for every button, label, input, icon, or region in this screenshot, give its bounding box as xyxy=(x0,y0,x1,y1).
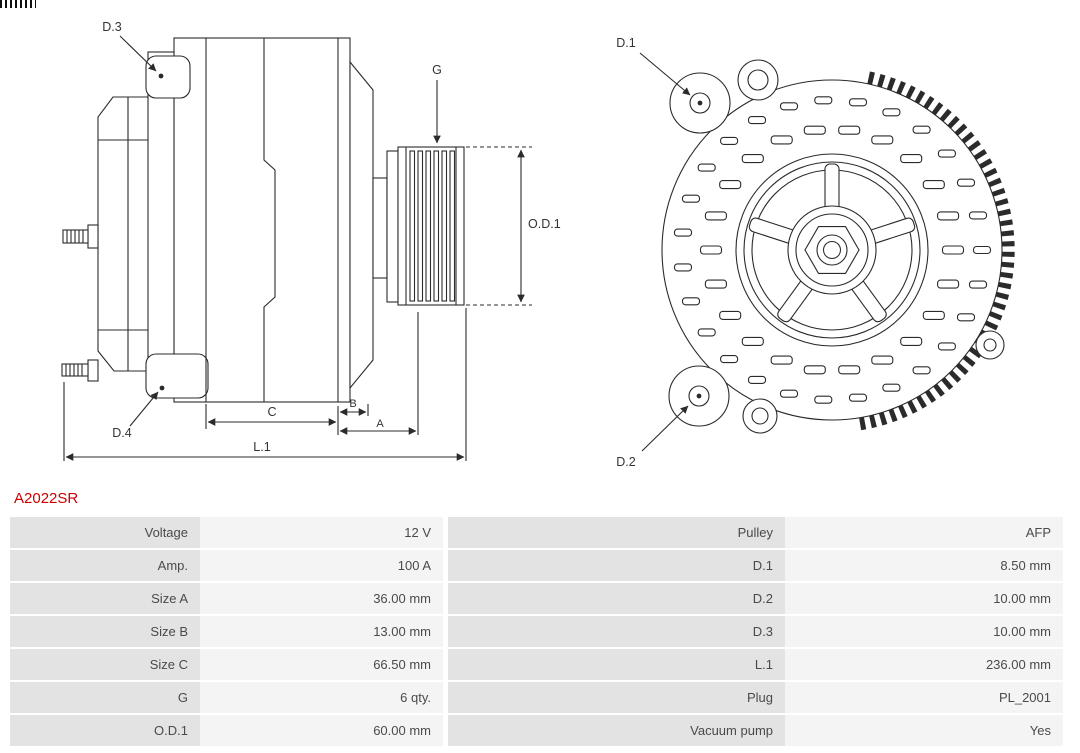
spec-row: Size B 13.00 mm D.3 10.00 mm xyxy=(10,616,1063,647)
label-l1: L.1 xyxy=(253,440,270,454)
label-d4: D.4 xyxy=(112,426,132,440)
label-b: B xyxy=(349,398,356,410)
label-od1: O.D.1 xyxy=(528,217,561,231)
column-gap xyxy=(443,517,448,548)
spec-label: Size A xyxy=(10,583,200,614)
alternator-side-view xyxy=(61,37,465,403)
spec-label: D.1 xyxy=(448,550,785,581)
label-c: C xyxy=(267,405,276,419)
column-gap xyxy=(443,550,448,581)
column-gap xyxy=(443,616,448,647)
spec-value: 236.00 mm xyxy=(785,649,1063,680)
spec-row: G 6 qty. Plug PL_2001 xyxy=(10,682,1063,713)
spec-label: Pulley xyxy=(448,517,785,548)
ribbed-rim xyxy=(855,71,1015,431)
spec-label: L.1 xyxy=(448,649,785,680)
label-d3: D.3 xyxy=(102,20,122,34)
technical-drawing: D.3 D.4 G O.D.1 C xyxy=(61,20,1015,469)
spec-row: O.D.1 60.00 mm Vacuum pump Yes xyxy=(10,715,1063,746)
pulley-side xyxy=(397,146,465,306)
label-g: G xyxy=(432,63,442,77)
spec-value: 60.00 mm xyxy=(200,715,443,746)
spec-label: Voltage xyxy=(10,517,200,548)
spec-label: O.D.1 xyxy=(10,715,200,746)
spec-row: Voltage 12 V Pulley AFP xyxy=(10,517,1063,548)
front-view-dimensions: D.1 D.2 xyxy=(616,36,703,469)
spec-value: 36.00 mm xyxy=(200,583,443,614)
part-number: A2022SR xyxy=(14,490,79,507)
column-gap xyxy=(443,682,448,713)
label-d1: D.1 xyxy=(616,36,636,50)
spec-row: Size A 36.00 mm D.2 10.00 mm xyxy=(10,583,1063,614)
alternator-front-view xyxy=(661,59,1015,434)
spec-value: 10.00 mm xyxy=(785,616,1063,647)
barcode-fragment xyxy=(0,0,36,8)
spec-label: Vacuum pump xyxy=(448,715,785,746)
spec-value: 13.00 mm xyxy=(200,616,443,647)
spec-value: AFP xyxy=(785,517,1063,548)
label-a: A xyxy=(376,418,384,430)
spec-value: PL_2001 xyxy=(785,682,1063,713)
spec-label: Size B xyxy=(10,616,200,647)
column-gap xyxy=(443,715,448,746)
spec-value: 12 V xyxy=(200,517,443,548)
spec-row: Amp. 100 A D.1 8.50 mm xyxy=(10,550,1063,581)
spec-value: Yes xyxy=(785,715,1063,746)
spec-value: 8.50 mm xyxy=(785,550,1063,581)
vent-slots xyxy=(673,96,992,404)
spec-label: Amp. xyxy=(10,550,200,581)
spec-label: D.2 xyxy=(448,583,785,614)
spec-value: 66.50 mm xyxy=(200,649,443,680)
spec-label: G xyxy=(10,682,200,713)
spec-label: D.3 xyxy=(448,616,785,647)
label-d2: D.2 xyxy=(616,455,636,469)
spec-label: Plug xyxy=(448,682,785,713)
spec-value: 10.00 mm xyxy=(785,583,1063,614)
column-gap xyxy=(443,583,448,614)
spec-label: Size C xyxy=(10,649,200,680)
column-gap xyxy=(443,649,448,680)
side-view-dimensions: D.3 D.4 G O.D.1 C xyxy=(63,20,561,461)
spec-value: 100 A xyxy=(200,550,443,581)
spec-row: Size C 66.50 mm L.1 236.00 mm xyxy=(10,649,1063,680)
spec-table: Voltage 12 V Pulley AFP Amp. 100 A D.1 8… xyxy=(10,515,1063,748)
spec-value: 6 qty. xyxy=(200,682,443,713)
